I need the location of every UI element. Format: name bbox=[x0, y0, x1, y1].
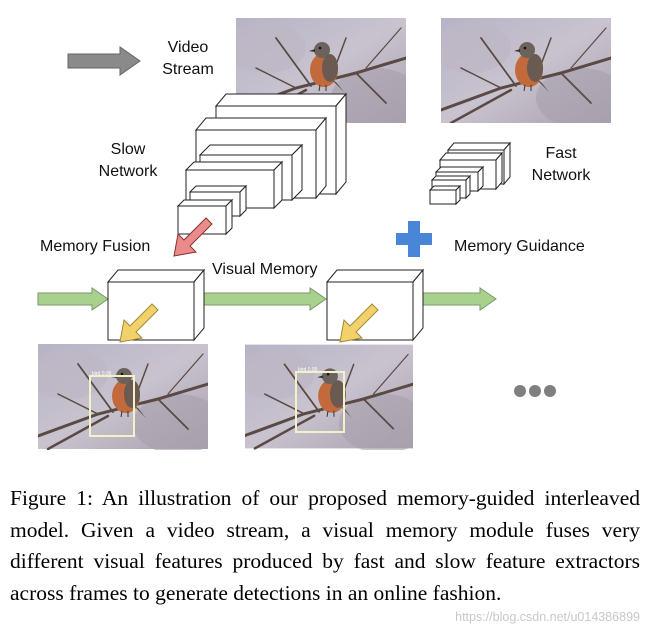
memory-flow-arrow-in bbox=[37, 287, 109, 311]
watermark: https://blog.csdn.net/u014386899 bbox=[455, 610, 640, 624]
memory-guidance-label: Memory Guidance bbox=[454, 238, 585, 255]
visual-memory-label: Visual Memory bbox=[212, 261, 318, 278]
memory-flow-arrows bbox=[37, 287, 497, 311]
slow-network-stack bbox=[176, 92, 348, 236]
memory-guidance-plus-icon bbox=[396, 221, 432, 257]
ellipsis-icon bbox=[514, 385, 556, 397]
detection-label-2: bird 0.95 bbox=[298, 367, 318, 373]
memory-fusion-arrow bbox=[173, 217, 213, 257]
output-frame-1 bbox=[38, 343, 208, 450]
slow-network-label-line1: Slow bbox=[111, 141, 146, 158]
video-stream-label-line1: Video bbox=[168, 39, 209, 56]
memory-box-2 bbox=[325, 268, 425, 342]
detection-label-1: bird 0.95 bbox=[92, 371, 112, 377]
figure-diagram: Video Stream Slow Network Fast Network M… bbox=[37, 18, 611, 450]
fast-network-stack bbox=[428, 141, 512, 206]
figure-caption: Figure 1: An illustration of our propose… bbox=[10, 486, 640, 605]
fast-network-label-line1: Fast bbox=[545, 145, 577, 162]
output-arrow-2 bbox=[339, 303, 379, 343]
video-stream-label-line2: Stream bbox=[162, 61, 214, 78]
output-arrow-1 bbox=[119, 303, 159, 343]
memory-flow-arrow-mid bbox=[201, 287, 327, 311]
slow-network-label-line2: Network bbox=[99, 163, 159, 180]
memory-flow-arrow-out bbox=[421, 287, 497, 311]
memory-fusion-label: Memory Fusion bbox=[40, 238, 150, 255]
detection-box-1 bbox=[89, 375, 135, 437]
detection-box-2 bbox=[295, 371, 345, 433]
video-frame-fast bbox=[441, 18, 611, 123]
output-frame-2 bbox=[245, 343, 413, 450]
fast-network-label-line2: Network bbox=[532, 167, 592, 184]
video-stream-arrow bbox=[67, 46, 141, 76]
